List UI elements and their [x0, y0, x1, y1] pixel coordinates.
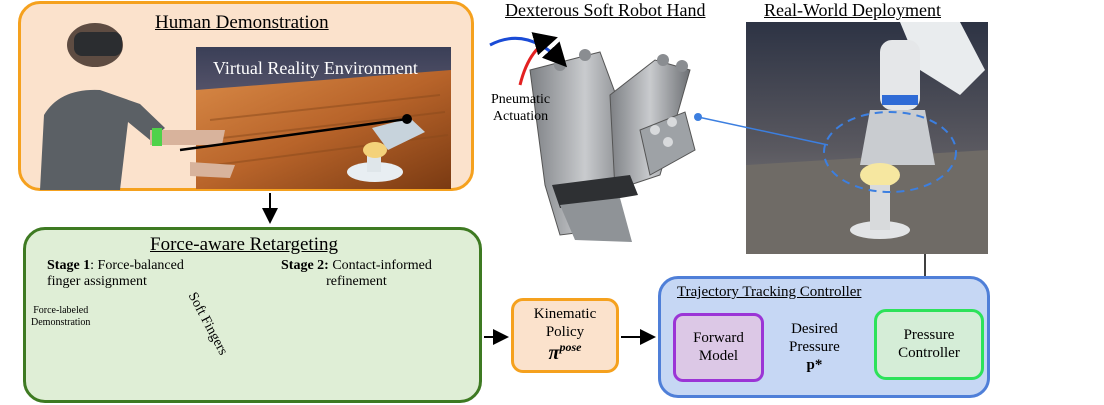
deployment-title: Real-World Deployment	[764, 0, 942, 20]
desired-line1: Desired	[791, 321, 838, 337]
robot-hand-title: Dexterous Soft Robot Hand	[505, 0, 706, 20]
pressure-line1: Pressure	[903, 327, 955, 344]
human-operator-photo	[40, 23, 235, 190]
force-aware-retargeting-panel: Force-aware Retargeting	[23, 227, 482, 403]
stage2-line2: refinement	[326, 274, 387, 290]
pneumatic-actuation-label: Pneumatic Actuation	[491, 92, 550, 126]
stage2-bold: Stage 2:	[281, 258, 329, 273]
stage1-bold: Stage 1	[47, 258, 91, 273]
force-label-line2: Demonstration	[31, 316, 91, 328]
force-labeled-demonstration-label: Force-labeled Demonstration	[31, 305, 90, 328]
forward-model-box: Forward Model	[673, 313, 764, 382]
human-demonstration-title: Human Demonstration	[155, 12, 329, 33]
desired-pressure-label: Desired Pressure p*	[789, 320, 840, 374]
kinematic-line1: Kinematic	[533, 306, 597, 323]
forward-line2: Model	[698, 347, 739, 364]
kinematic-line2: Policy	[545, 323, 585, 340]
pressure-controller-box: Pressure Controller	[874, 309, 984, 380]
retargeting-title: Force-aware Retargeting	[150, 234, 338, 255]
kinematic-policy-box: Kinematic Policy πpose	[511, 298, 619, 373]
stage1-label: Stage 1: Force-balanced finger assignmen…	[47, 258, 184, 290]
stage1-line2: finger assignment	[47, 274, 147, 290]
desired-line2: Pressure	[789, 339, 840, 355]
real-world-deployment-photo	[746, 22, 988, 254]
stage1-rest: : Force-balanced	[90, 258, 184, 273]
tracking-title: Trajectory Tracking Controller	[677, 284, 862, 300]
vr-environment-label: Virtual Reality Environment	[213, 58, 418, 78]
forward-line1: Forward	[693, 330, 744, 347]
desired-symbol: p*	[806, 357, 823, 373]
pressure-line2: Controller	[898, 344, 960, 361]
actuation-line1: Pneumatic	[491, 92, 551, 107]
stage2-rest: Contact-informed	[328, 258, 432, 273]
force-label-line1: Force-labeled	[33, 305, 89, 316]
stage2-label: Stage 2: Contact-informed refinement	[281, 258, 432, 290]
soft-robot-hand-image	[529, 49, 696, 242]
actuation-line2: Actuation	[492, 108, 549, 124]
policy-superscript: pose	[559, 339, 582, 354]
policy-symbol: π	[548, 341, 560, 364]
